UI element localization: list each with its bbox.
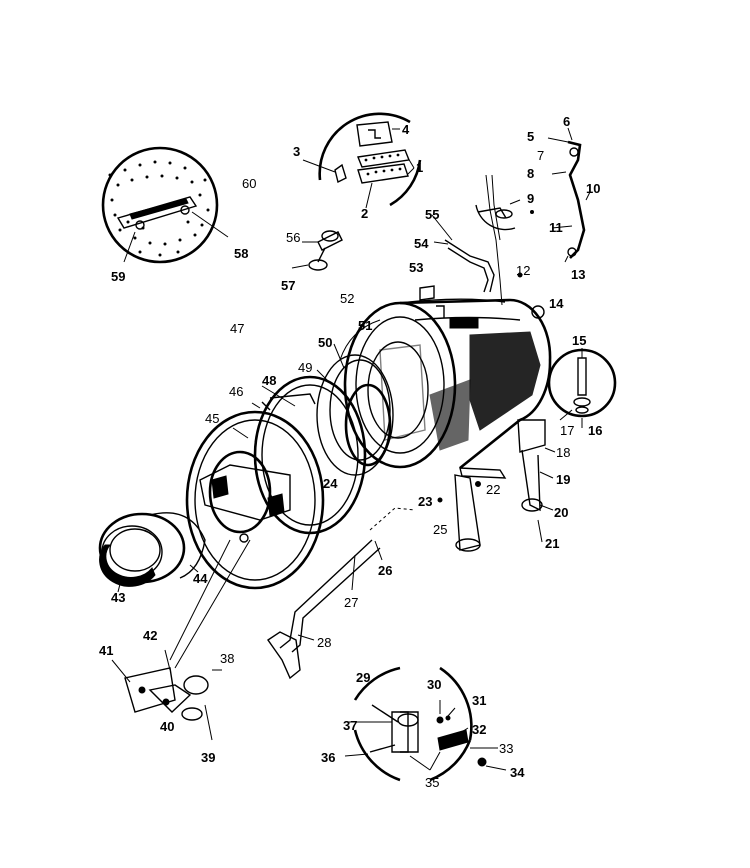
label-8: 8 (527, 166, 534, 181)
label-19: 19 (556, 472, 570, 487)
label-24: 24 (323, 476, 338, 491)
label-50: 50 (318, 335, 332, 350)
label-39: 39 (201, 750, 215, 765)
label-9: 9 (527, 191, 534, 206)
drain-hose (267, 507, 416, 680)
detail-circle-shock-mount (547, 348, 617, 428)
part-labels: 1 2 3 4 5 6 7 8 9 10 11 12 13 14 15 16 1… (99, 114, 602, 790)
label-49: 49 (298, 360, 312, 375)
label-36: 36 (321, 750, 335, 765)
label-17: 17 (560, 423, 574, 438)
label-32: 32 (472, 722, 486, 737)
door-bowl (98, 512, 206, 593)
label-3: 3 (293, 144, 300, 159)
label-23: 23 (418, 494, 432, 509)
label-22: 22 (486, 482, 500, 497)
detail-circle-hinge (344, 666, 507, 782)
label-1: 1 (416, 160, 423, 175)
label-10: 10 (586, 181, 600, 196)
suspension-spring-bracket (517, 127, 591, 278)
label-57: 57 (281, 278, 295, 293)
label-52: 52 (340, 291, 354, 306)
label-25: 25 (433, 522, 447, 537)
label-28: 28 (317, 635, 331, 650)
label-31: 31 (472, 693, 486, 708)
label-6: 6 (563, 114, 570, 129)
front-panel-ring (185, 401, 325, 590)
detail-circle-top-hardware (302, 112, 422, 209)
label-45: 45 (205, 411, 219, 426)
label-21: 21 (545, 536, 559, 551)
label-14: 14 (549, 296, 564, 311)
detail-circle-front-panel (101, 146, 229, 264)
label-4: 4 (402, 122, 410, 137)
label-43: 43 (111, 590, 125, 605)
label-46: 46 (229, 384, 243, 399)
outer-tub (343, 285, 552, 470)
label-40: 40 (160, 719, 174, 734)
label-54: 54 (414, 236, 429, 251)
door-lock-assembly (111, 539, 251, 741)
label-27: 27 (344, 595, 358, 610)
label-55: 55 (425, 207, 439, 222)
label-48: 48 (262, 373, 276, 388)
label-37: 37 (343, 718, 357, 733)
label-60: 60 (242, 176, 256, 191)
hose-and-wiring (431, 174, 521, 306)
label-58: 58 (234, 246, 248, 261)
label-56: 56 (286, 230, 300, 245)
label-18: 18 (556, 445, 570, 460)
label-59: 59 (111, 269, 125, 284)
tub-shading (429, 331, 541, 451)
label-33: 33 (499, 741, 513, 756)
label-38: 38 (220, 651, 234, 666)
label-20: 20 (554, 505, 568, 520)
label-41: 41 (99, 643, 113, 658)
label-44: 44 (193, 571, 208, 586)
label-42: 42 (143, 628, 157, 643)
label-12: 12 (516, 263, 530, 278)
label-13: 13 (571, 267, 585, 282)
label-2: 2 (361, 206, 368, 221)
label-47: 47 (230, 321, 244, 336)
label-51: 51 (358, 318, 372, 333)
damper-assembly (437, 419, 556, 552)
label-35: 35 (425, 775, 439, 790)
label-15: 15 (572, 333, 586, 348)
label-26: 26 (378, 563, 392, 578)
label-11: 11 (549, 220, 563, 235)
label-30: 30 (427, 677, 441, 692)
label-34: 34 (510, 765, 525, 780)
bolt-assembly (291, 230, 343, 271)
label-7: 7 (537, 148, 544, 163)
label-16: 16 (588, 423, 602, 438)
perforation-pattern (108, 160, 210, 257)
label-5: 5 (527, 129, 534, 144)
label-53: 53 (409, 260, 423, 275)
label-29: 29 (356, 670, 370, 685)
